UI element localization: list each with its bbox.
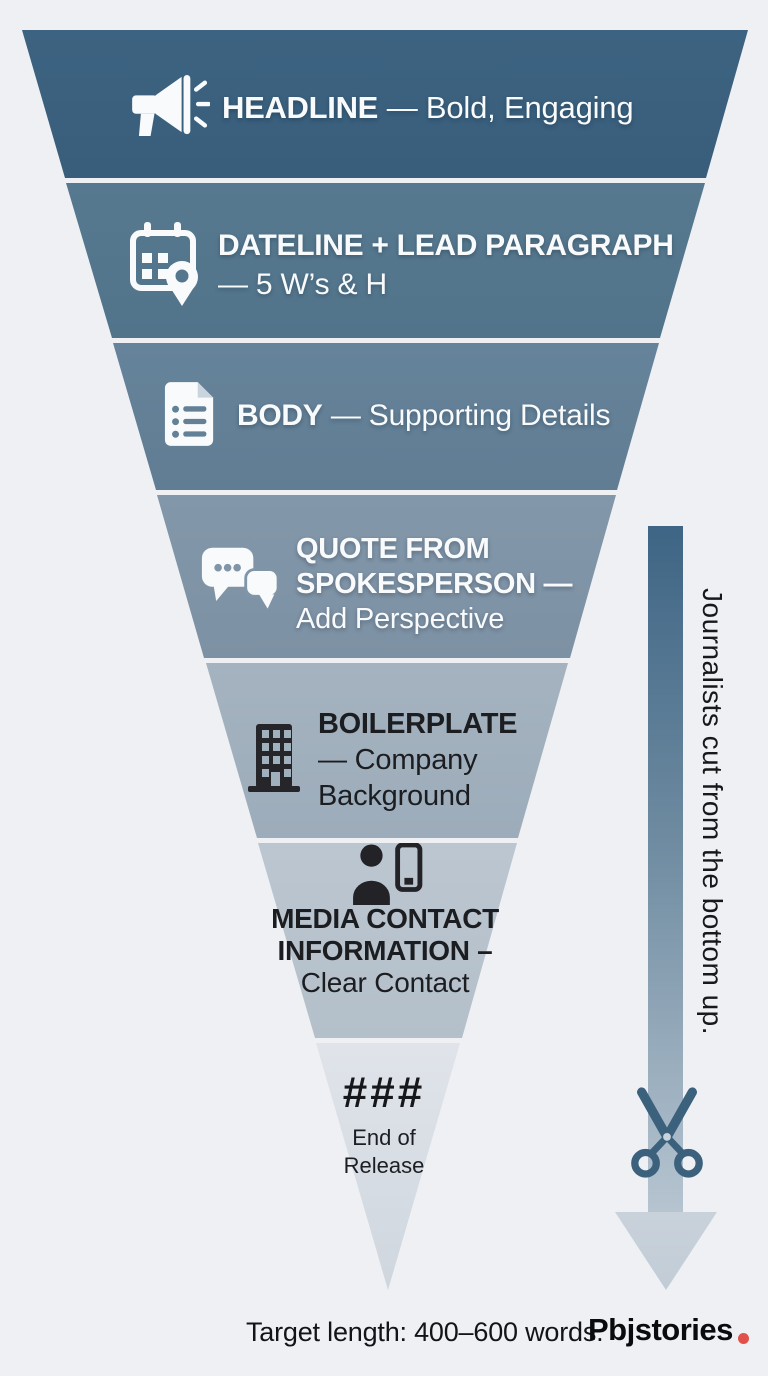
cut-direction-note: Journalists cut from the bottom up. xyxy=(697,588,728,1036)
end-line2: Release xyxy=(343,1153,425,1178)
brand-logo: Pbjstories xyxy=(588,1312,749,1348)
cut-direction-arrow-head xyxy=(615,1212,717,1290)
scissors-icon xyxy=(628,1086,706,1187)
body-label: BODY — Supporting Details xyxy=(237,399,611,433)
headline-label: HEADLINE — Bold, Engaging xyxy=(222,90,634,126)
speech-bubbles-icon xyxy=(200,545,280,624)
target-length-note: Target length: 400–600 words. xyxy=(246,1317,604,1347)
end-of-release-label: End of Release xyxy=(284,1124,484,1180)
dateline-desc: — 5 W’s & H xyxy=(218,268,387,301)
quote-content: QUOTE FROM SPOKESPERSON — Add Perspectiv… xyxy=(200,530,573,638)
boilerplate-label: BOILERPLATE — Company Background xyxy=(318,706,517,814)
boilerplate-line1: BOILERPLATE xyxy=(318,708,518,740)
body-content: BODY — Supporting Details xyxy=(163,380,611,453)
boilerplate-content: BOILERPLATE — Company Background xyxy=(246,706,517,814)
person-phone-icon xyxy=(349,842,423,910)
quote-line2: SPOKESPERSON — xyxy=(296,567,573,600)
media-contact-line3: Clear Contact xyxy=(300,967,470,998)
dateline-label: DATELINE + LEAD PARAGRAPH — 5 W’s & H xyxy=(218,226,674,304)
calendar-pin-icon xyxy=(128,220,204,311)
quote-line1: QUOTE FROM xyxy=(296,532,490,565)
funnel-band-dateline xyxy=(66,183,705,338)
media-contact-content: MEDIA CONTACT INFORMATION – Clear Contac… xyxy=(235,903,535,999)
brand-dot xyxy=(737,1333,749,1344)
megaphone-icon xyxy=(128,74,211,143)
quote-line3: Add Perspective xyxy=(296,602,505,635)
boilerplate-line3: Background xyxy=(318,780,471,812)
dateline-content: DATELINE + LEAD PARAGRAPH — 5 W’s & H xyxy=(128,220,674,311)
headline-content: HEADLINE — Bold, Engaging xyxy=(128,74,634,143)
building-icon xyxy=(246,722,302,799)
body-desc: — Supporting Details xyxy=(330,399,611,432)
headline-desc: — Bold, Engaging xyxy=(386,90,634,125)
headline-title: HEADLINE xyxy=(222,90,379,125)
brand-name: Pbjstories xyxy=(588,1312,733,1347)
quote-label: QUOTE FROM SPOKESPERSON — Add Perspectiv… xyxy=(296,532,573,637)
end-hashes: ### xyxy=(342,1068,426,1117)
boilerplate-line2: — Company xyxy=(318,744,478,776)
document-list-icon xyxy=(163,380,217,453)
body-title: BODY xyxy=(237,399,323,432)
end-line1: End of xyxy=(352,1125,416,1150)
media-contact-line1: MEDIA CONTACT xyxy=(271,903,499,934)
cut-direction-arrow-shaft xyxy=(648,526,683,1212)
media-contact-line2: INFORMATION – xyxy=(277,935,493,966)
dateline-title: DATELINE + LEAD PARAGRAPH xyxy=(218,229,674,262)
